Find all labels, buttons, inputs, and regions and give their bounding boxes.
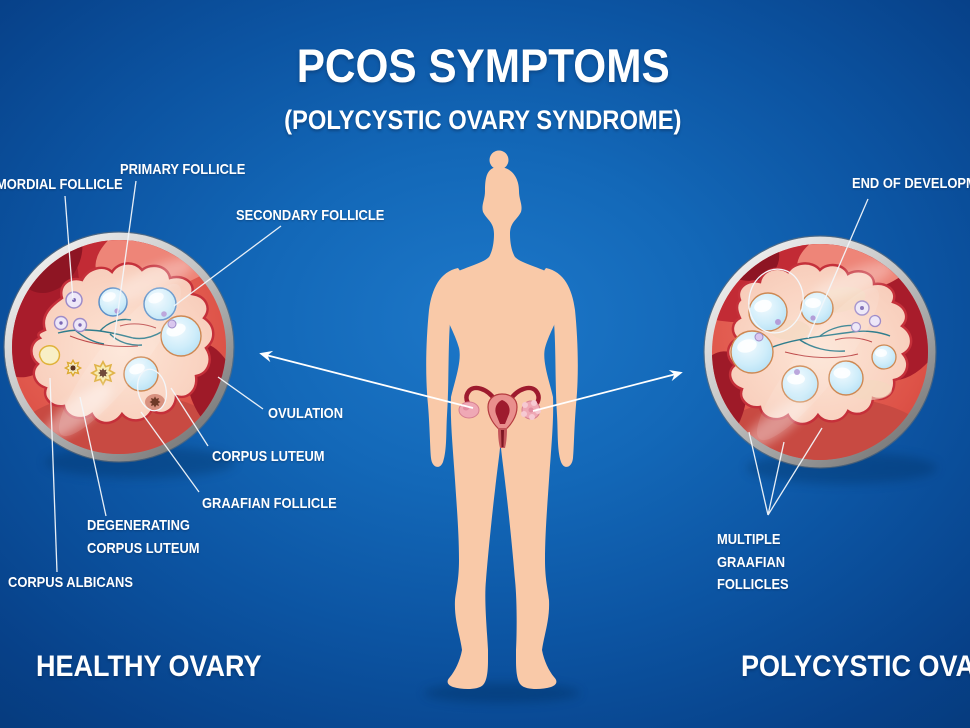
page-title: PCOS SYMPTOMS bbox=[296, 39, 670, 92]
line-corpus-albicans bbox=[49, 377, 58, 573]
arrow-to-polycystic-ovary bbox=[532, 369, 683, 412]
line-primary-follicle bbox=[113, 180, 137, 341]
uterus-diagram bbox=[458, 385, 541, 448]
feet-shadow bbox=[424, 683, 580, 703]
line-degenerating-corpus-luteum bbox=[79, 396, 107, 517]
label-secondary-follicle: SECONDARY FOLLICLE bbox=[236, 207, 385, 224]
label-end-of-development: END OF DEVELOPMENT bbox=[852, 175, 970, 192]
hair-bun bbox=[489, 150, 509, 170]
right-arm bbox=[540, 268, 578, 467]
polycystic-ovary-magnifier bbox=[703, 235, 937, 484]
caption-healthy-ovary: HEALTHY OVARY bbox=[36, 650, 262, 683]
degenerating-corpus-luteum-shape bbox=[64, 359, 82, 377]
label-primordial-follicle: MORDIAL FOLLICLE bbox=[0, 176, 123, 193]
pointer-arrows bbox=[259, 350, 683, 412]
arrow-to-healthy-ovary bbox=[259, 350, 474, 409]
label-multiple-graafian-follicles: MULTIPLE GRAAFIAN FOLLICLES bbox=[717, 531, 789, 593]
annotation-lines bbox=[49, 180, 869, 573]
title-block: PCOS SYMPTOMS (POLYCYSTIC OVARY SYNDROME… bbox=[0, 38, 966, 136]
page-subtitle: (POLYCYSTIC OVARY SYNDROME) bbox=[284, 105, 682, 135]
line-ovulation bbox=[217, 376, 264, 410]
magnifier-rim bbox=[4, 232, 234, 462]
label-corpus-albicans: CORPUS ALBICANS bbox=[8, 574, 133, 591]
healthy-ovary-interior bbox=[12, 240, 226, 454]
magnifier-rim bbox=[704, 236, 936, 468]
ovulation-highlight-circle bbox=[136, 368, 168, 412]
label-corpus-luteum: CORPUS LUTEUM bbox=[212, 448, 325, 465]
left-arm bbox=[426, 268, 464, 467]
primordial-follicles bbox=[53, 291, 88, 333]
line-secondary-follicle bbox=[173, 225, 282, 307]
line-corpus-luteum bbox=[170, 387, 209, 447]
label-degenerating-corpus-luteum: DEGENERATING CORPUS LUTEUM bbox=[87, 517, 200, 557]
corpus-albicans-shape bbox=[38, 345, 61, 366]
line-multiple-follicles-1 bbox=[748, 431, 769, 516]
line-end-of-development bbox=[807, 198, 869, 339]
label-primary-follicle: PRIMARY FOLLICLE bbox=[120, 161, 246, 178]
label-graafian-follicle: GRAAFIAN FOLLICLE bbox=[202, 495, 337, 512]
graafian-follicle-shape bbox=[160, 315, 202, 357]
label-ovulation: OVULATION bbox=[268, 405, 344, 422]
line-graafian-follicle bbox=[140, 411, 200, 493]
healthy-ovary-veins bbox=[57, 318, 164, 346]
uterus-cavity bbox=[495, 400, 510, 424]
line-multiple-follicles-2 bbox=[767, 441, 785, 516]
ovulation-site bbox=[145, 394, 165, 410]
healthy-ovary-magnifier bbox=[3, 231, 235, 478]
body-ovary-right-polycystic bbox=[521, 400, 541, 420]
caption-polycystic-ovary: POLYCYSTIC OVARY bbox=[741, 650, 970, 683]
line-primordial-follicle bbox=[64, 195, 74, 301]
development-highlight-circle bbox=[748, 268, 804, 334]
line-multiple-follicles-3 bbox=[767, 427, 823, 516]
